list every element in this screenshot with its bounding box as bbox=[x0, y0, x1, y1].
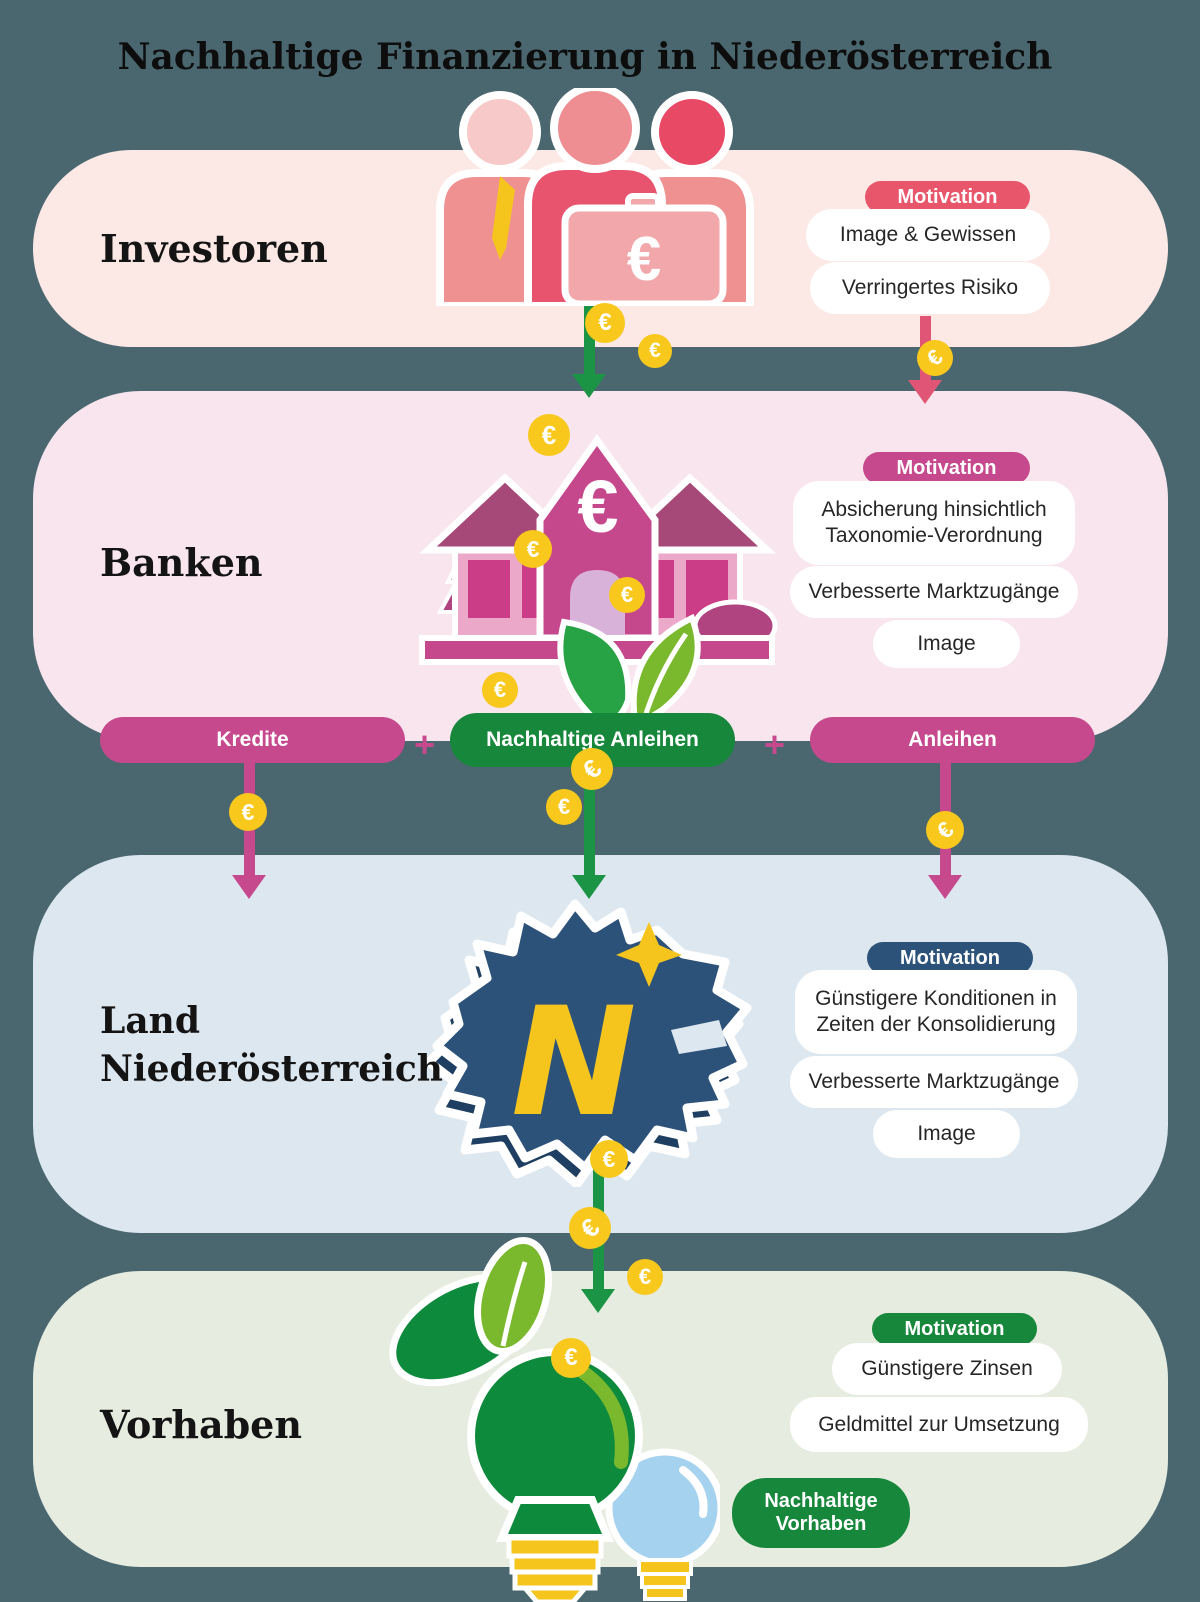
flow-pill-anleihen: Anleihen bbox=[810, 717, 1095, 763]
euro-coin-icon: € bbox=[551, 1338, 591, 1378]
euro-coin-icon: € bbox=[528, 414, 570, 456]
euro-coin-icon: € bbox=[918, 803, 972, 857]
svg-text:N: N bbox=[511, 976, 637, 1150]
lower-austria-map-icon: N bbox=[425, 899, 752, 1187]
svg-text:€: € bbox=[627, 225, 661, 294]
motivation-item: Verbesserte Marktzugänge bbox=[790, 1056, 1078, 1108]
arrow-anleihen-green-down bbox=[572, 766, 606, 899]
euro-coin-icon: € bbox=[590, 1140, 628, 1178]
motivation-item: Verbesserte Marktzugänge bbox=[790, 566, 1078, 618]
euro-coin-icon: € bbox=[482, 672, 518, 708]
motivation-item: Günstigere Konditionen in Zeiten der Kon… bbox=[795, 970, 1077, 1054]
euro-coin-icon: € bbox=[546, 789, 582, 825]
motivation-item: Verringertes Risiko bbox=[810, 262, 1050, 314]
flow-pill-kredite: Kredite bbox=[100, 717, 405, 763]
motivation-badge-vorhaben: Motivation bbox=[872, 1313, 1037, 1345]
euro-coin-icon: € bbox=[229, 793, 267, 831]
svg-text:€: € bbox=[577, 465, 618, 548]
sustainable-lightbulb-icon bbox=[389, 1236, 720, 1602]
plus-icon: + bbox=[414, 724, 436, 765]
leaf-icon bbox=[557, 613, 701, 726]
label-investoren: Investoren bbox=[100, 226, 328, 271]
motivation-item: Image bbox=[873, 620, 1020, 668]
motivation-badge-land: Motivation bbox=[867, 942, 1033, 974]
motivation-item: Image & Gewissen bbox=[806, 209, 1050, 261]
motivation-item: Absicherung hinsichtlich Taxonomie-Veror… bbox=[793, 481, 1075, 565]
euro-coin-icon: € bbox=[585, 303, 625, 343]
label-vorhaben: Vorhaben bbox=[100, 1402, 302, 1447]
flow-pill-nachhaltige-vorhaben: Nachhaltige Vorhaben bbox=[732, 1478, 910, 1548]
label-land: Land Niederösterreich bbox=[100, 1000, 443, 1090]
euro-coin-icon: € bbox=[638, 334, 672, 368]
euro-coin-icon: € bbox=[514, 530, 552, 568]
motivation-badge-investoren: Motivation bbox=[865, 181, 1030, 213]
bank-building-icon: € bbox=[419, 434, 778, 665]
investors-people-icon: € bbox=[436, 88, 754, 306]
motivation-item: Image bbox=[873, 1110, 1020, 1158]
page-title: Nachhaltige Finanzierung in Niederösterr… bbox=[117, 36, 1053, 78]
motivation-item: Geldmittel zur Umsetzung bbox=[790, 1397, 1088, 1452]
label-banken: Banken bbox=[100, 540, 263, 585]
euro-coin-icon: € bbox=[609, 577, 645, 613]
plus-icon: + bbox=[764, 724, 786, 765]
motivation-item: Günstigere Zinsen bbox=[832, 1343, 1062, 1395]
motivation-badge-banken: Motivation bbox=[863, 452, 1030, 484]
euro-coin-icon: € bbox=[627, 1259, 663, 1295]
